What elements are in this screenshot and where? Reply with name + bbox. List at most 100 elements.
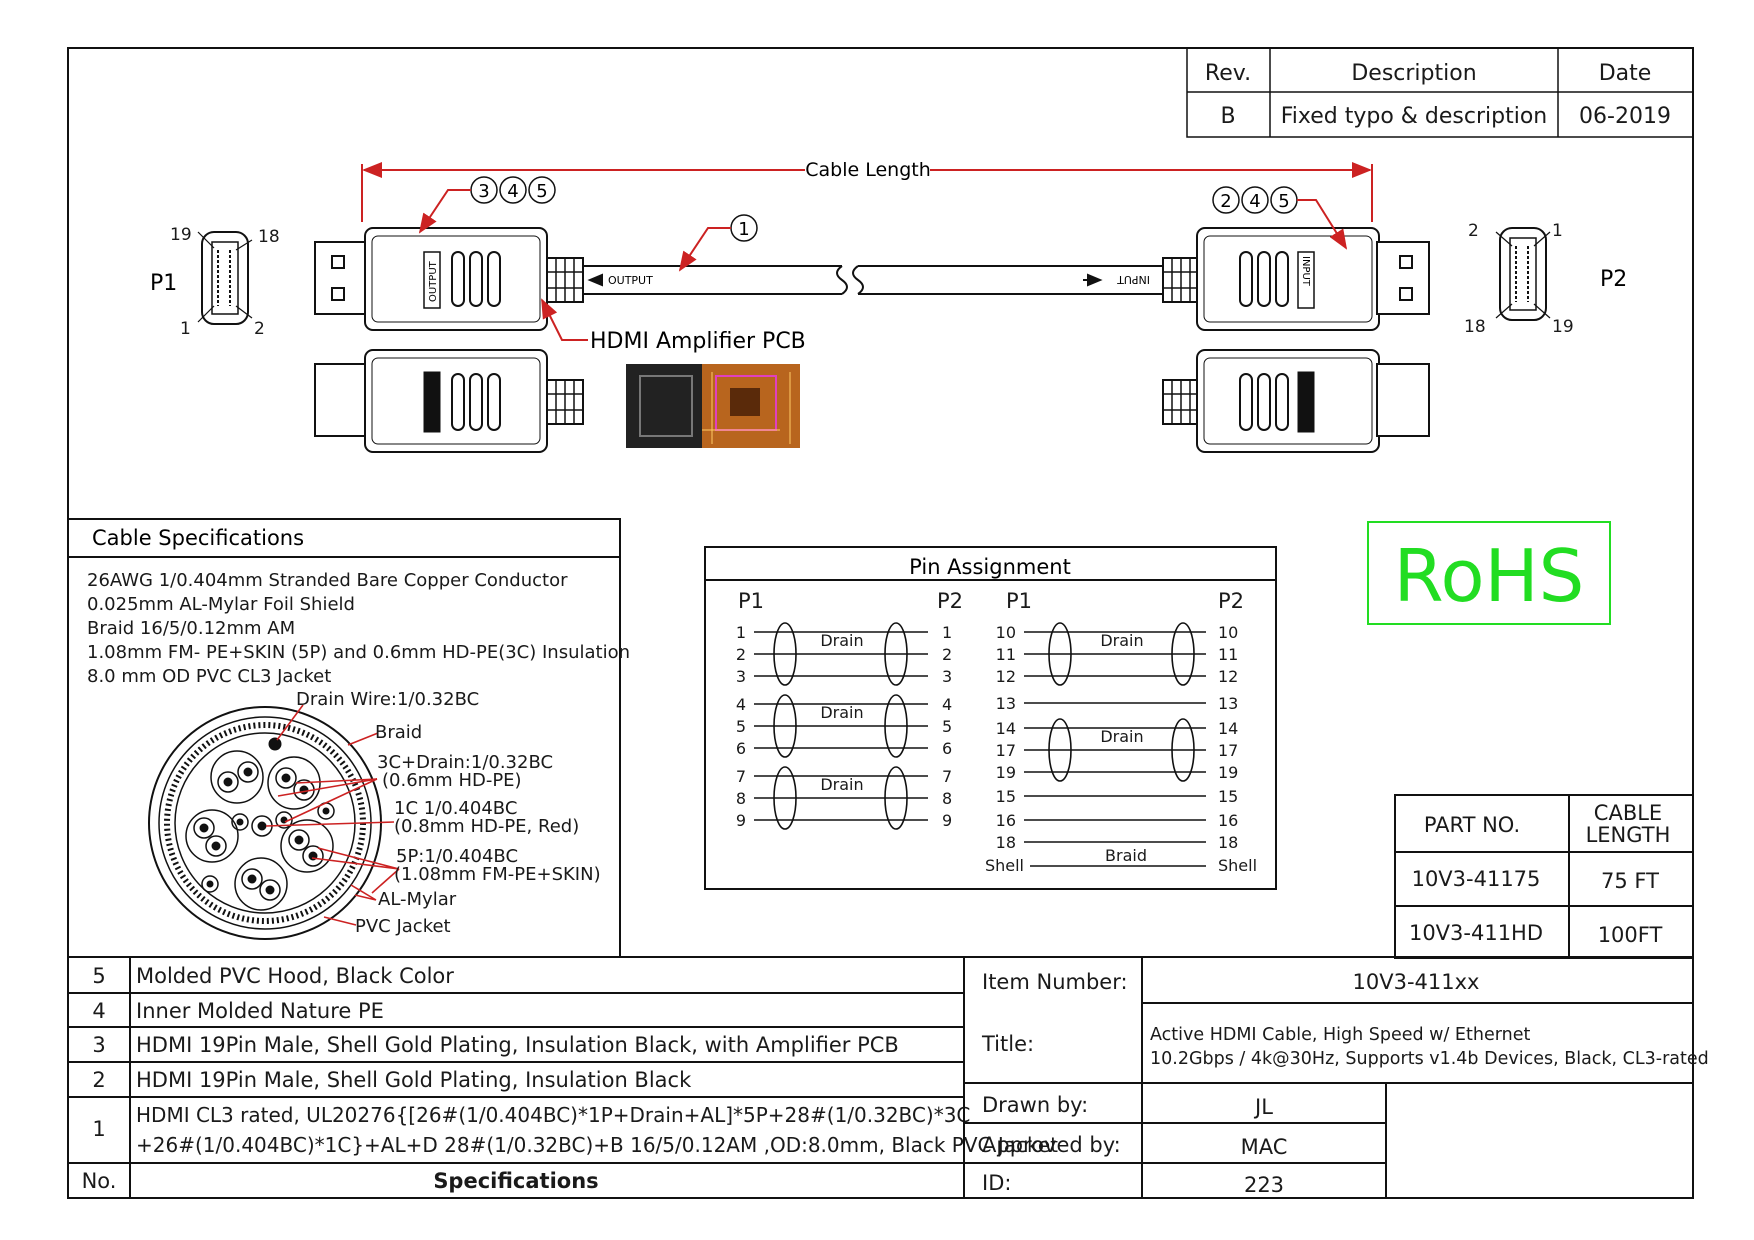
left-connector-output [314,227,584,331]
pa-left-p2-header: P2 [937,589,963,613]
component-spec-5: Molded PVC Hood, Black Color [136,964,454,988]
rohs-badge: RoHS [1367,521,1611,625]
c3-label-line1: 3C+Drain:1/0.32BC [377,752,553,773]
input-cable-label: INPUT [1117,273,1150,286]
id-label: ID: [982,1171,1011,1195]
revision-date: 06-2019 [1579,104,1671,129]
part-no-row-2: 10V3-411HD [1409,921,1543,945]
pa-left-p1-header: P1 [738,589,764,613]
c3-label-line2: (0.6mm HD-PE) [382,770,522,791]
drain-oval [1171,718,1195,782]
pin-label-p2-3: 3 [942,667,952,686]
component-spec-2: HDMI 19Pin Male, Shell Gold Plating, Ins… [136,1068,692,1092]
pa-right-p2-header: P2 [1218,589,1244,613]
p2-pin-19: 19 [1552,317,1574,337]
spec-line-shield: 0.025mm AL-Mylar Foil Shield [87,594,355,615]
p2-pinout-icon [1495,227,1551,321]
pin-label-p2-4: 4 [942,695,952,714]
drain-label-3: Drain [820,775,863,794]
right-connector-input [1162,227,1430,331]
spec-line-braid: Braid 16/5/0.12mm AM [87,618,295,639]
pin-label-p1-9: 9 [736,811,746,830]
pin-label-p2-5: 5 [942,717,952,736]
drain-oval [1048,622,1072,686]
pin-label-p2-10: 10 [1218,623,1238,642]
pin-label-p1-14: 14 [996,719,1016,738]
drain-label-right-1: Drain [1100,631,1143,650]
title-line-2: 10.2Gbps / 4k@30Hz, Supports v1.4b Devic… [1150,1049,1709,1069]
item-number-value: 10V3-411xx [1353,970,1480,994]
drain-oval [884,694,908,758]
p1-pin-1: 1 [180,319,191,339]
svg-text:RoHS: RoHS [1394,534,1585,618]
pvc-jacket-label: PVC Jacket [355,916,451,937]
amplifier-pcb-image [626,364,800,448]
drawn-by-value: JL [1253,1095,1273,1119]
cable-length-dimension: Cable Length [361,159,1373,222]
right-callouts-245: 2 4 5 [1212,186,1348,250]
pin-label-p1-11: 11 [996,645,1016,664]
cable-length-header-line2: LENGTH [1586,823,1671,847]
pin-label-p2-16: 16 [1218,811,1238,830]
braid-wire-label: Braid [1105,846,1147,865]
pin-label-p1-7: 7 [736,767,746,786]
pin-label-p2-17: 17 [1218,741,1238,760]
p2-pin-18: 18 [1464,317,1486,337]
drawn-by-label: Drawn by: [982,1093,1088,1117]
pin-label-p1-5: 5 [736,717,746,736]
cable-specs-header: Cable Specifications [92,526,304,550]
rev-value: B [1220,104,1235,129]
components-no-header: No. [82,1169,117,1193]
left-connector-side-view [314,349,584,453]
p5-label-line2: (1.08mm FM-PE+SKIN) [394,864,601,885]
pin-label-p1-8: 8 [736,789,746,808]
p2-label: P2 [1600,267,1627,292]
item-number-label: Item Number: [982,970,1128,994]
pin-label-p2-13: 13 [1218,694,1238,713]
pin-label-p1-16: 16 [996,811,1016,830]
pin-label-p2-9: 9 [942,811,952,830]
pin-label-p2-15: 15 [1218,787,1238,806]
cable-length-label: Cable Length [805,159,931,181]
callout-1: 1 [678,214,758,272]
pin-label-p1-4: 4 [736,695,746,714]
component-no-4: 4 [92,999,105,1023]
amplifier-callout: HDMI Amplifier PCB [541,298,806,354]
cable-length-row-1: 75 FT [1601,869,1659,893]
components-spec-header: Specifications [433,1169,598,1193]
svg-text:4: 4 [507,181,518,202]
description-header: Description [1351,61,1476,86]
p1-pin-2: 2 [254,319,265,339]
revision-description: Fixed typo & description [1281,104,1548,129]
pin-label-p2-18: 18 [1218,833,1238,852]
svg-text:5: 5 [1278,191,1289,212]
pin-label-p2-19: 19 [1218,763,1238,782]
p5-label-line1: 5P:1/0.404BC [396,846,518,867]
pin-label-p1-15: 15 [996,787,1016,806]
svg-text:4: 4 [1249,191,1260,212]
pin-label-p2-6: 6 [942,739,952,758]
drain-label-2: Drain [820,703,863,722]
pin-assignment-box [704,546,1277,890]
p2-pin-1: 1 [1552,221,1563,241]
pin-label-p2-14: 14 [1218,719,1238,738]
c1-label-line2: (0.8mm HD-PE, Red) [394,816,579,837]
component-no-1: 1 [92,1117,105,1141]
part-no-header: PART NO. [1424,813,1520,837]
date-header: Date [1599,61,1652,86]
component-no-3: 3 [92,1033,105,1057]
pin-label-p2-11: 11 [1218,645,1238,664]
pin-label-p1-12: 12 [996,667,1016,686]
drain-oval [773,622,797,686]
output-hood-label: OUTPUT [428,260,439,302]
title-block [963,956,1694,1199]
p1-pin-18: 18 [258,227,280,247]
spec-line-jacket: 8.0 mm OD PVC CL3 Jacket [87,666,331,687]
rev-header: Rev. [1205,61,1251,86]
revision-table [1186,47,1694,138]
pin-label-p1-6: 6 [736,739,746,758]
cable-length-header-line1: CABLE [1594,801,1662,825]
braid-label: Braid [375,722,422,743]
